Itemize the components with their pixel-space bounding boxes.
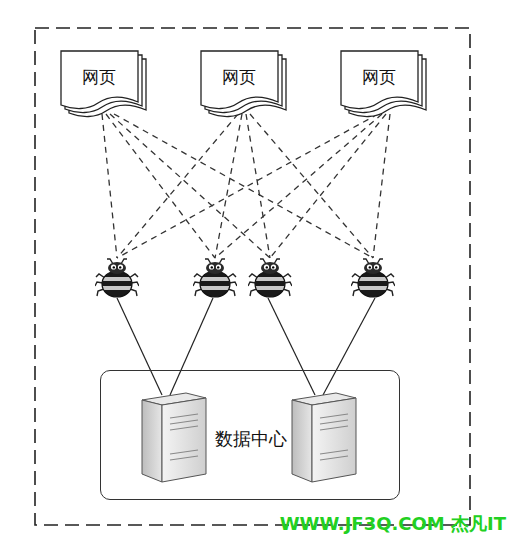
crawler-spider	[193, 259, 237, 298]
page-label: 网页	[340, 66, 418, 89]
data-center-box: 数据中心	[100, 370, 400, 500]
upload-lines	[117, 298, 375, 395]
crawler-spider	[351, 259, 395, 298]
crawler-spider	[248, 259, 292, 298]
page-label: 网页	[60, 66, 138, 89]
crawler-spider	[95, 259, 139, 298]
crawl-lines	[102, 114, 390, 258]
web-page: 网页	[200, 50, 288, 118]
page-label: 网页	[200, 66, 278, 89]
server-icon	[142, 393, 206, 482]
web-page: 网页	[340, 50, 428, 118]
server-icon	[292, 393, 356, 482]
web-page: 网页	[60, 50, 148, 118]
boundary-frame	[35, 28, 470, 525]
watermark: WWW.JF3Q.COM 杰凡IT	[226, 512, 506, 536]
box-label: 数据中心	[206, 427, 296, 451]
